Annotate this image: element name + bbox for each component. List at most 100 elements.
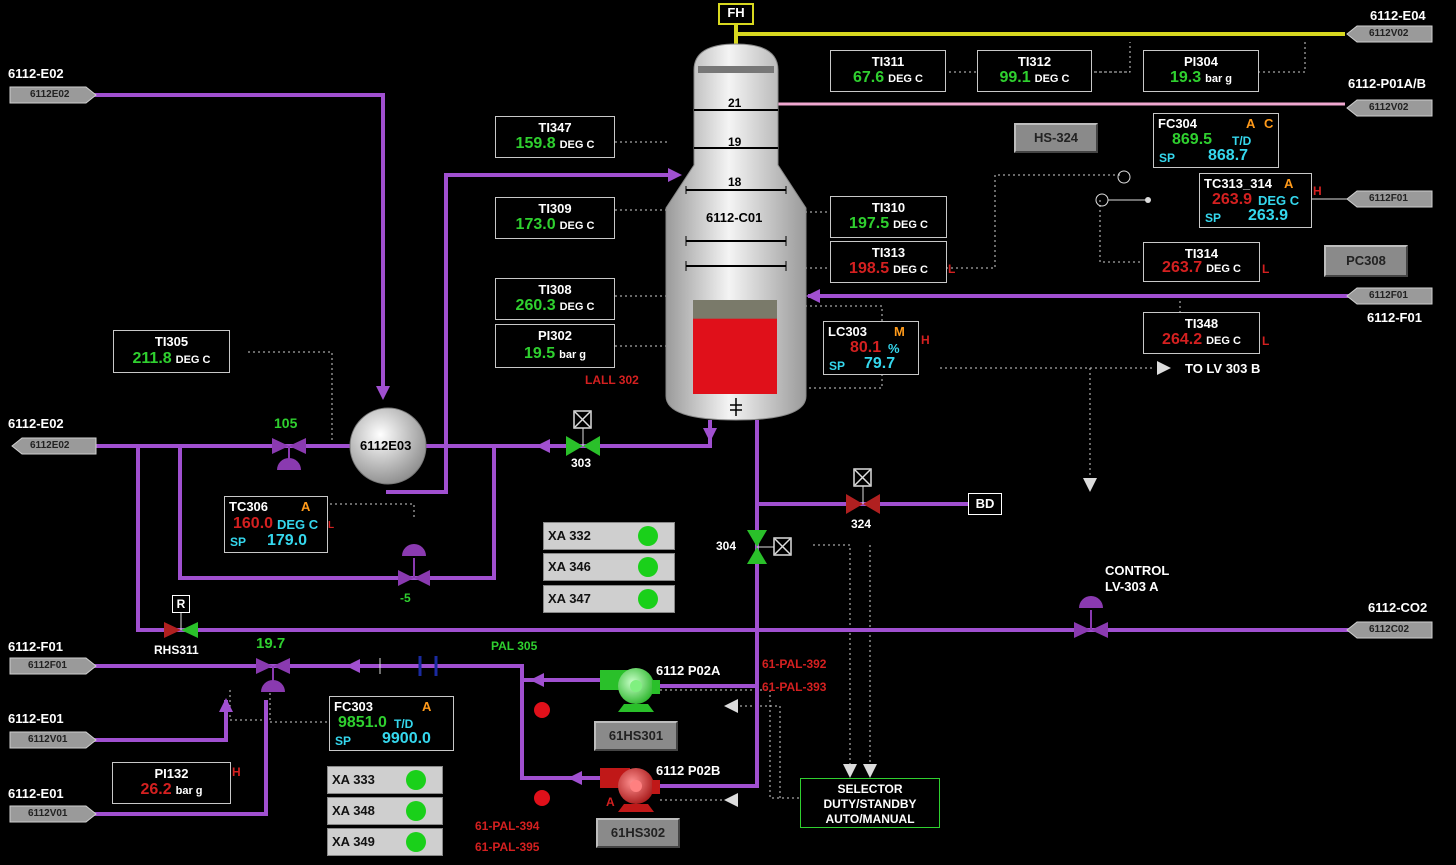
- xa-346-label: XA 346: [548, 559, 591, 574]
- ti310-unit: DEG C: [893, 219, 928, 231]
- ti313-name: TI313: [871, 245, 906, 260]
- fc304-mode2: C: [1264, 116, 1274, 131]
- valve-rhs311: [164, 612, 198, 638]
- ti310-name: TI310: [871, 200, 906, 215]
- fh-tag[interactable]: FH: [718, 3, 754, 25]
- fc304-pv: 869.5: [1172, 131, 1213, 148]
- xa-333-led: [406, 770, 426, 790]
- valve-303: [566, 410, 600, 456]
- selector-line-3: AUTO/MANUAL: [825, 812, 915, 826]
- pump-p02b: [600, 768, 660, 812]
- offpage-p01ab-line: 6112-P01A/B: [1348, 76, 1427, 91]
- fc303-mode: A: [422, 699, 432, 714]
- bd-button[interactable]: BD: [968, 493, 1002, 515]
- offpage-e02-mid-line: 6112-E02: [8, 416, 64, 431]
- tc306-mode: A: [301, 499, 311, 514]
- valve-minus5: [398, 544, 430, 586]
- tc313-sp: 263.9: [1248, 207, 1289, 224]
- xa-346-led: [638, 557, 658, 577]
- fc303-sp: 9900.0: [382, 730, 431, 747]
- ti313-unit: DEG C: [893, 264, 928, 276]
- pi304-value: 19.3: [1169, 69, 1202, 86]
- pal394-label: 61-PAL-394: [475, 819, 540, 833]
- lc303-alarm: H: [921, 333, 930, 347]
- tc306-alarm: L: [328, 520, 335, 531]
- rhs311-reset-button[interactable]: R: [172, 595, 190, 613]
- hs302-button[interactable]: 61HS302: [596, 818, 680, 848]
- fc303-pv-unit: T/D: [394, 717, 414, 731]
- xa-347-label: XA 347: [548, 591, 591, 606]
- valve-304: [747, 530, 792, 564]
- ti348-name: TI348: [1184, 316, 1219, 331]
- pi302-unit: bar g: [559, 349, 587, 361]
- tc313-pv-unit: DEG C: [1258, 193, 1300, 208]
- lc303-sp-label: SP: [829, 359, 846, 373]
- pi132-value: 26.2: [140, 781, 172, 798]
- xa-348[interactable]: XA 348: [327, 797, 443, 825]
- offpage-e01-a[interactable]: 6112V01: [10, 732, 96, 748]
- tc306-faceplate[interactable]: TC306 A 160.0 DEG C SP 179.0: [224, 496, 328, 553]
- column-vessel: [665, 43, 807, 421]
- offpage-e04-line: 6112-E04: [1370, 8, 1426, 23]
- xa-348-led: [406, 801, 426, 821]
- ti305-unit: DEG C: [175, 354, 211, 366]
- valve-lv303a: [1074, 596, 1108, 638]
- valve-303-label: 303: [571, 456, 592, 470]
- xa-347[interactable]: XA 347: [543, 585, 675, 613]
- column-name: 6112-C01: [706, 210, 763, 225]
- ti347-value: 159.8: [515, 135, 556, 152]
- ti348-value: 264.2: [1162, 331, 1203, 348]
- xa-348-label: XA 348: [332, 803, 375, 818]
- pi132-unit: bar g: [175, 785, 203, 797]
- fc303-faceplate[interactable]: FC303 A 9851.0 T/D SP 9900.0: [329, 696, 454, 751]
- offpage-f01-left[interactable]: 6112F01: [10, 658, 96, 674]
- fc304-sp-label: SP: [1159, 151, 1176, 165]
- tc313-sp-label: SP: [1205, 211, 1222, 225]
- pal-led-a: [534, 702, 550, 718]
- offpage-f01-right[interactable]: 6112F01: [1347, 191, 1432, 207]
- valve-minus5-label: -5: [400, 591, 411, 605]
- offpage-e02-top[interactable]: 6112E02: [10, 87, 96, 103]
- hs301-button[interactable]: 61HS301: [594, 721, 678, 751]
- fc304-faceplate[interactable]: FC304 A C 869.5 T/D SP 868.7: [1153, 113, 1279, 168]
- pal392-label: 61-PAL-392: [762, 657, 827, 671]
- offpage-f01-right2[interactable]: 6112F01: [1347, 288, 1432, 304]
- xa-333[interactable]: XA 333: [327, 766, 443, 794]
- xa-349[interactable]: XA 349: [327, 828, 443, 856]
- pi302-value: 19.5: [523, 345, 556, 362]
- lc303-faceplate[interactable]: LC303 M 80.1 % SP 79.7: [823, 321, 919, 375]
- ti309-value: 173.0: [515, 216, 556, 233]
- valve-197: [256, 658, 290, 692]
- pc308-button[interactable]: PC308: [1324, 245, 1408, 277]
- xa-349-label: XA 349: [332, 834, 375, 849]
- offpage-co2[interactable]: 6112C02: [1347, 622, 1432, 638]
- pump-p02a-label: 6112 P02A: [656, 663, 721, 678]
- hs324-button[interactable]: HS-324: [1014, 123, 1098, 153]
- xa-332[interactable]: XA 332: [543, 522, 675, 550]
- ti311-value: 67.6: [853, 69, 885, 86]
- selector-button[interactable]: SELECTOR DUTY/STANDBY AUTO/MANUAL: [800, 778, 940, 828]
- tc313-faceplate[interactable]: TC313_314 A 263.9 DEG C SP 263.9: [1199, 173, 1312, 228]
- xa-347-led: [638, 589, 658, 609]
- valve-304-label: 304: [716, 539, 737, 553]
- pump-p02a: [600, 668, 660, 712]
- offpage-e04[interactable]: 6112V02: [1347, 26, 1432, 42]
- offpage-e02-mid[interactable]: 6112E02: [12, 438, 96, 454]
- xa-346[interactable]: XA 346: [543, 553, 675, 581]
- offpage-e01-b[interactable]: 6112V01: [10, 806, 96, 822]
- fc304-mode: A: [1246, 116, 1256, 131]
- offpage-p01ab[interactable]: 6112V02: [1347, 100, 1432, 116]
